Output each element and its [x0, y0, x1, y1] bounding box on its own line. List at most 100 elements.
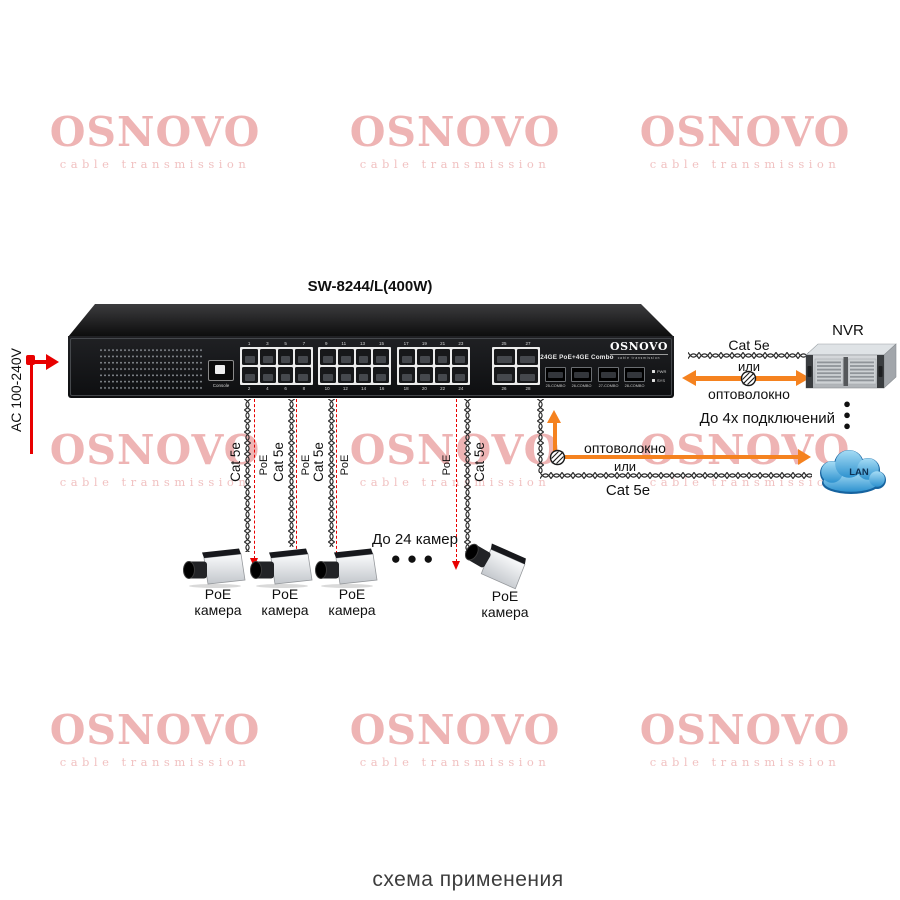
watermark-title: OSNOVO: [49, 706, 261, 754]
arrow-left-icon: [682, 370, 696, 386]
power-plug-icon: [26, 355, 35, 365]
camera-label-line2: камера: [194, 602, 242, 618]
port-number: 11: [341, 341, 347, 346]
page-caption: схема применения: [372, 868, 564, 891]
status-leds: PWR SYS: [652, 369, 666, 387]
cat5e-label: Cat 5e: [228, 442, 243, 482]
sfp-cage-icon: [598, 367, 619, 382]
up-to-connections-label: До 4х подключений: [699, 410, 835, 427]
port-number: 14: [361, 386, 367, 391]
sfp-cage-icon: [545, 367, 566, 382]
fiber-optic-icon: [740, 370, 757, 387]
rj45-port-icon: [320, 349, 336, 365]
twisted-pair-cable: [287, 399, 296, 547]
port-number: 19: [421, 341, 427, 346]
port-number: 4: [266, 386, 269, 391]
sfp-label: 28-COMBO: [624, 384, 645, 388]
watermark-subtitle: cable transmission: [649, 157, 841, 171]
rj45-port-icon: [517, 367, 538, 383]
camera-label: PoE камера: [307, 586, 397, 618]
rj45-port-icon: [259, 367, 276, 383]
fiber-line-vertical: [553, 422, 557, 453]
watermark-subtitle: cable transmission: [649, 755, 841, 769]
rj45-port-icon: [259, 349, 276, 365]
more-connections-dots: ● ● ●: [843, 396, 851, 433]
lan-fiber-label: оптоволокно: [584, 440, 666, 456]
fiber-line-horizontal: [565, 455, 800, 459]
led-label: SYS: [657, 378, 666, 383]
port-number: 6: [284, 386, 287, 391]
nvr-title: NVR: [832, 322, 864, 339]
rj45-port-block: [318, 347, 391, 385]
camera-label: PoE камера: [173, 586, 263, 618]
watermark-title: OSNOVO: [639, 706, 851, 754]
power-line: [30, 360, 48, 364]
port-number: 28: [525, 386, 531, 391]
sfp-cage-icon: [624, 367, 645, 382]
device-title: SW-8244/L(400W): [307, 278, 433, 295]
watermark-title: OSNOVO: [639, 426, 851, 474]
ellipsis-dots: ●●●: [390, 549, 440, 568]
nvr-cat5e-label: Cat 5e: [728, 337, 770, 353]
up-to-cameras-label: До 24 камер: [372, 531, 458, 548]
sfp-label: 26-COMBO: [571, 384, 592, 388]
twisted-pair-cable: [540, 471, 812, 480]
camera-label: PoE камера: [240, 586, 330, 618]
port-number: 2: [247, 386, 251, 391]
poe-camera-icon: [250, 548, 313, 588]
poe-arrow-icon: [452, 561, 460, 570]
port-number: 20: [421, 386, 427, 391]
rj45-port-icon: [434, 367, 451, 383]
sfp-slot-2: 26-COMBO: [571, 367, 592, 388]
camera-label-line1: PoE: [271, 586, 299, 602]
rj45-port-icon: [416, 367, 433, 383]
lan-or-label: или: [613, 459, 637, 474]
brand-logo: OSNOVO cable transmission: [610, 341, 668, 360]
twisted-pair-cable: [536, 399, 545, 473]
nvr-or-label: или: [737, 359, 761, 374]
port-number: 27: [525, 341, 531, 346]
poe-label: PoE: [258, 454, 270, 476]
power-arrow-icon: [46, 354, 59, 370]
poe-power-line: [456, 399, 457, 562]
nvr-fiber-label: оптоволокно: [708, 386, 790, 402]
rj45-port-icon: [452, 349, 468, 365]
rj45-port-icon: [494, 367, 515, 383]
arrow-up-icon: [547, 410, 561, 423]
brand-name: OSNOVO: [610, 340, 668, 353]
camera-label-line2: камера: [481, 604, 529, 620]
watermark-title: OSNOVO: [349, 108, 561, 156]
poe-power-line: [296, 399, 297, 554]
rj45-port-icon: [337, 349, 354, 365]
sfp-label: 27-COMBO: [598, 384, 619, 388]
twisted-pair-cable: [688, 351, 810, 360]
sfp-slot-3: 27-COMBO: [598, 367, 619, 388]
camera-label-line1: PoE: [338, 586, 366, 602]
cat5e-label: Cat 5e: [472, 442, 487, 482]
poe-label: PoE: [339, 454, 351, 476]
port-number: 15: [378, 341, 384, 346]
rj45-port-icon: [242, 349, 258, 365]
watermark-title: OSNOVO: [639, 108, 851, 156]
cat5e-label: Cat 5e: [271, 442, 286, 482]
rj45-port-icon: [242, 367, 258, 383]
port-number: 18: [403, 386, 409, 391]
power-line: [30, 362, 33, 454]
rj45-port-icon: [337, 367, 354, 383]
poe-label: PoE: [441, 454, 453, 476]
rj45-port-block: [492, 347, 540, 385]
rj45-port-icon: [277, 349, 294, 365]
camera-label-line1: PoE: [204, 586, 232, 602]
sfp-slot-4: 28-COMBO: [624, 367, 645, 388]
camera-label-line2: камера: [261, 602, 309, 618]
